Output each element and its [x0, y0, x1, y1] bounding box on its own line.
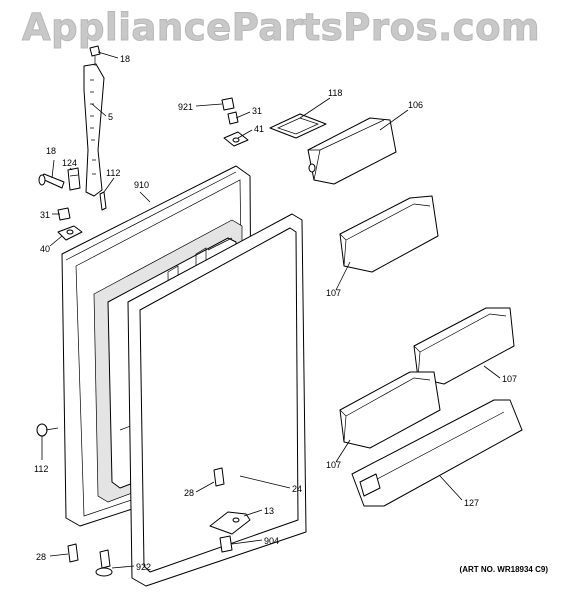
pin-part-112-lower: [36, 423, 59, 437]
screw-part-18-left: [38, 173, 65, 189]
callout-107-upper: 107: [326, 288, 341, 298]
callout-107-middle: 107: [502, 374, 517, 384]
bracket-part-13: [209, 511, 251, 535]
callout-28-bottom: 28: [36, 552, 46, 562]
pin-part-904: [219, 535, 233, 553]
callout-921: 921: [178, 102, 193, 112]
callout-40: 40: [40, 244, 50, 254]
callout-labels: 18 5 921 31 41 118 106 18 124 112 910 31…: [34, 54, 517, 572]
screw-part-18-top: [89, 45, 101, 66]
cap-part-921: [221, 97, 235, 111]
callout-18-left: 18: [46, 146, 56, 156]
callout-5: 5: [108, 112, 113, 122]
callout-922: 922: [136, 562, 151, 572]
door-gasket-part-24: [127, 213, 307, 587]
leader-lines: [41, 51, 501, 569]
callout-112-lower: 112: [34, 464, 48, 474]
callout-24: 24: [292, 484, 302, 494]
dairy-door-part-118: [269, 113, 327, 139]
screw-part-112-top: [99, 191, 107, 211]
callout-904: 904: [264, 536, 279, 546]
leveling-leg-part-922: [95, 549, 113, 577]
callout-124: 124: [62, 158, 77, 168]
bracket-part-40: [57, 225, 83, 241]
bushing-part-31-top: [227, 111, 239, 125]
callout-31-top: 31: [252, 106, 262, 116]
hinge-pin-part-28-center: [213, 467, 225, 487]
hinge-strap-part: [83, 63, 105, 197]
door-shelf-part-127: [351, 399, 523, 507]
clip-part-124: [67, 167, 81, 191]
hinge-pin-part-28-bottom: [67, 543, 79, 563]
callout-31-left: 31: [40, 210, 50, 220]
callout-28-center: 28: [184, 488, 194, 498]
callout-118: 118: [328, 88, 342, 98]
callout-106: 106: [408, 100, 423, 110]
callout-910: 910: [134, 180, 149, 190]
callout-107-lower: 107: [326, 460, 341, 470]
callout-13: 13: [264, 506, 274, 516]
door-bin-part-107-upper: [339, 195, 439, 273]
callout-18-top: 18: [120, 54, 130, 64]
callout-112-top: 112: [106, 168, 120, 178]
dairy-compartment-part-106: [307, 117, 397, 185]
callout-41: 41: [254, 124, 264, 134]
bushing-part-31-left: [57, 207, 71, 221]
callout-127: 127: [464, 498, 479, 508]
door-bin-part-107-lower: [339, 371, 441, 449]
art-number-label: (ART NO. WR18934 C9): [459, 565, 548, 574]
